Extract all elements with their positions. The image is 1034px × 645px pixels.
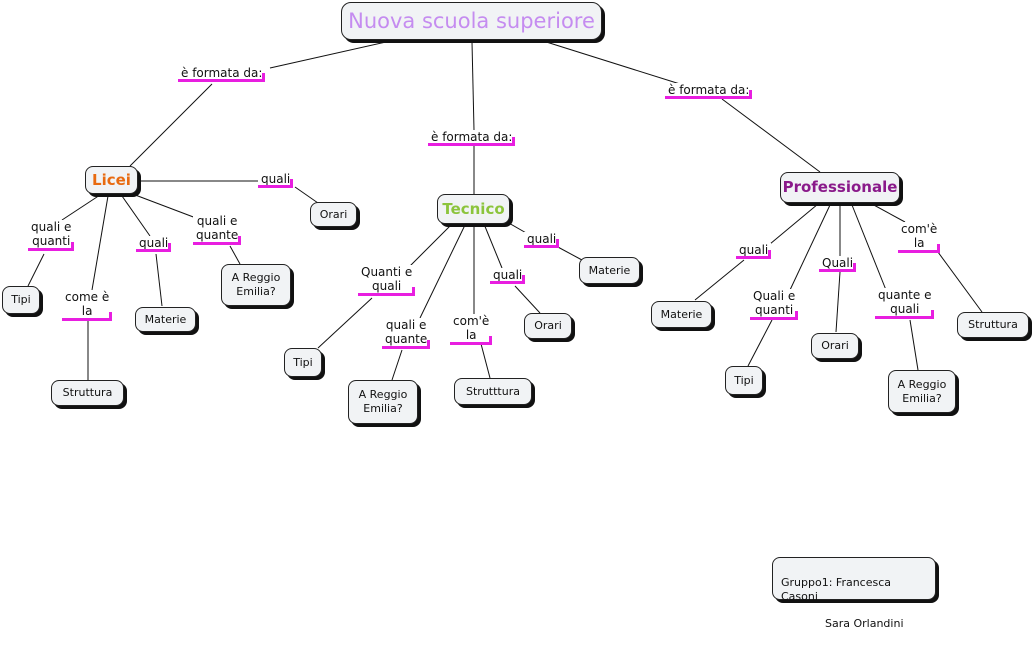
link-tecnico-tipi: Quanti e quali (358, 265, 416, 296)
node-licei[interactable]: Licei (85, 166, 138, 194)
link-prof-reggio: quante e quali (875, 288, 935, 319)
link-licei-orari: quali (258, 172, 294, 189)
node-licei-materie[interactable]: Materie (135, 307, 196, 332)
link-tecnico: è formata da: (428, 130, 516, 147)
node-prof-orari[interactable]: Orari (811, 333, 859, 359)
node-tecnico[interactable]: Tecnico (437, 194, 510, 224)
node-tecnico-struttura[interactable]: Strutttura (454, 378, 532, 405)
credit-line-2: Sara Orlandini (825, 617, 904, 630)
node-tecnico-tipi[interactable]: Tipi (284, 348, 322, 377)
link-licei-tipi: quali e quanti (28, 220, 75, 251)
link-tecnico-orari: quali (490, 268, 526, 285)
link-licei-reggio: quali e quante (193, 214, 242, 245)
node-prof-tipi[interactable]: Tipi (725, 366, 763, 395)
link-prof-materie: quali (736, 243, 772, 260)
node-prof-struttura[interactable]: Struttura (957, 312, 1029, 338)
link-prof-orari: Quali (819, 256, 857, 273)
node-prof-materie[interactable]: Materie (651, 301, 712, 328)
link-tecnico-materie: quali (524, 232, 560, 249)
root-node-title[interactable]: Nuova scuola superiore (341, 2, 602, 40)
link-tecnico-reggio: quali e quante (382, 318, 431, 349)
link-prof-tipi: Quali e quanti (750, 289, 799, 320)
node-licei-orari[interactable]: Orari (310, 202, 357, 227)
credit-line-1: Gruppo1: Francesca Casoni (781, 575, 892, 603)
node-licei-struttura[interactable]: Struttura (51, 380, 124, 406)
link-tecnico-struttura: com'è la (450, 314, 493, 345)
node-tecnico-orari[interactable]: Orari (524, 313, 572, 339)
connector-lines (27, 39, 983, 381)
credit-box: Gruppo1: Francesca Casoni Sara Orlandini (772, 557, 936, 630)
link-licei-materie: quali (136, 236, 172, 253)
node-licei-reggio[interactable]: A Reggio Emilia? (221, 264, 291, 306)
link-professionale: è formata da: (665, 83, 753, 100)
node-licei-tipi[interactable]: Tipi (2, 286, 40, 314)
node-tecnico-reggio[interactable]: A Reggio Emilia? (348, 380, 418, 424)
link-licei-struttura: come è la (62, 290, 113, 321)
link-licei: è formata da: (178, 66, 266, 83)
node-professionale[interactable]: Professionale (780, 172, 900, 203)
node-prof-reggio[interactable]: A Reggio Emilia? (888, 370, 956, 413)
node-tecnico-materie[interactable]: Materie (579, 257, 640, 284)
link-prof-struttura: com'è la (898, 222, 941, 253)
